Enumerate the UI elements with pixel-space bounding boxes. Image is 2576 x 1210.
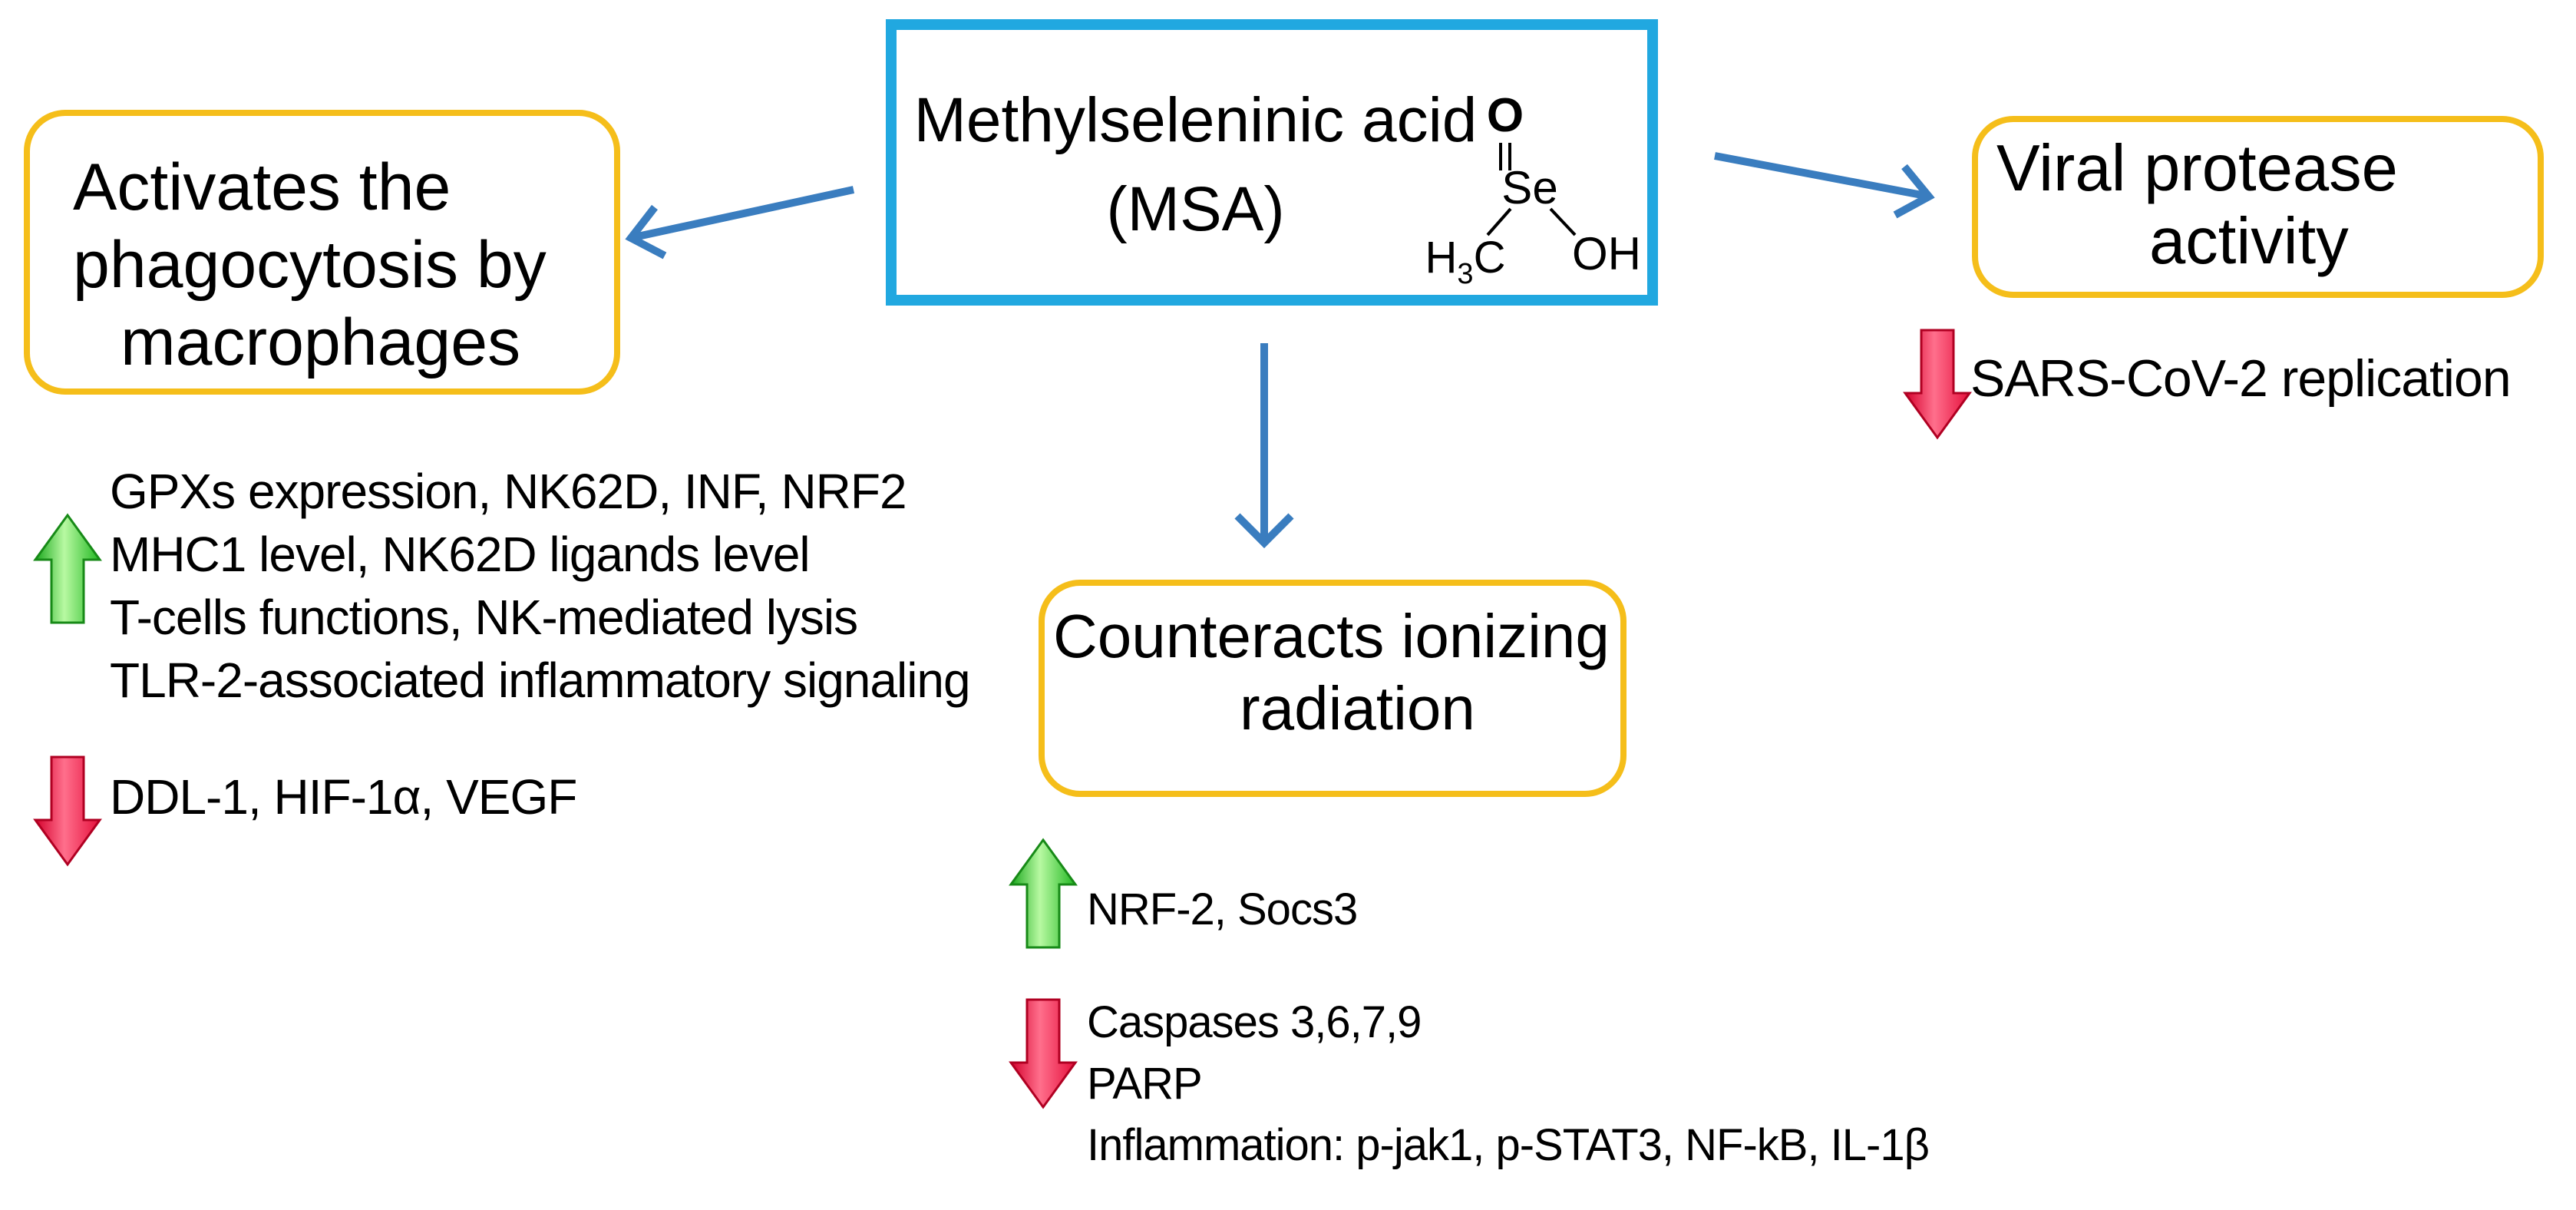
phagocytosis-increased-item: TLR-2-associated inflammatory signaling <box>110 653 971 708</box>
compound-abbreviation: (MSA) <box>1106 174 1285 244</box>
phagocytosis-increased-item: GPXs expression, NK62D, INF, NRF2 <box>110 464 907 519</box>
red-down-arrow-icon <box>33 755 102 867</box>
phagocytosis-box-line: macrophages <box>121 306 521 379</box>
radiation-box-line: Counteracts ionizing <box>1053 602 1610 670</box>
methyl-hydrogen: H <box>1425 233 1458 283</box>
phagocytosis-effect-box <box>24 110 620 395</box>
radiation-increased-item: NRF-2, Socs3 <box>1087 884 1358 934</box>
methyl-carbon: C <box>1473 233 1506 283</box>
radiation-decreased-item: Caspases 3,6,7,9 <box>1087 997 1422 1047</box>
phagocytosis-box-line: Activates the <box>73 150 451 224</box>
structure-methyl-group: H3C <box>1419 231 1511 290</box>
phagocytosis-box-line: phagocytosis by <box>73 228 547 302</box>
structure-hydroxyl-group: OH <box>1572 228 1641 279</box>
red-down-arrow-icon <box>1903 329 1972 440</box>
viral-protease-effect-box <box>1972 116 2544 298</box>
connector-arrow-to-phagocytosis <box>625 186 855 260</box>
red-down-arrow-icon <box>1009 998 1078 1109</box>
compound-name: Methylseleninic acid <box>913 85 1478 155</box>
phagocytosis-decreased-item: DDL-1, HIF-1α, VEGF <box>110 769 577 825</box>
msa-compound-box <box>886 19 1658 306</box>
radiation-decreased-item: Inflammation: p-jak1, p-STAT3, NF-kB, IL… <box>1087 1120 1930 1170</box>
viral-decreased-item: SARS-CoV-2 replication <box>1970 349 2512 408</box>
green-up-arrow-icon <box>33 513 102 624</box>
phagocytosis-increased-item: MHC1 level, NK62D ligands level <box>110 527 811 582</box>
methyl-subscript: 3 <box>1457 258 1474 290</box>
viral-box-line: Viral protease <box>1996 132 2398 205</box>
viral-box-line: activity <box>2149 205 2349 278</box>
phagocytosis-increased-item: T-cells functions, NK-mediated lysis <box>110 590 858 645</box>
structure-oxygen-atom: O <box>1486 89 1524 142</box>
connector-arrow-to-viral-protease <box>1714 152 1935 219</box>
connector-arrow-to-radiation <box>1234 343 1294 549</box>
selenium-methyl-bond <box>1486 207 1512 236</box>
structure-selenium-atom: Se <box>1501 162 1558 213</box>
radiation-box-line: radiation <box>1240 674 1475 742</box>
green-up-arrow-icon <box>1009 838 1078 949</box>
selenium-oxygen-double-bond <box>1499 143 1511 170</box>
radiation-decreased-item: PARP <box>1087 1059 1203 1109</box>
selenium-hydroxyl-bond <box>1549 207 1577 236</box>
radiation-effect-box <box>1039 580 1627 797</box>
